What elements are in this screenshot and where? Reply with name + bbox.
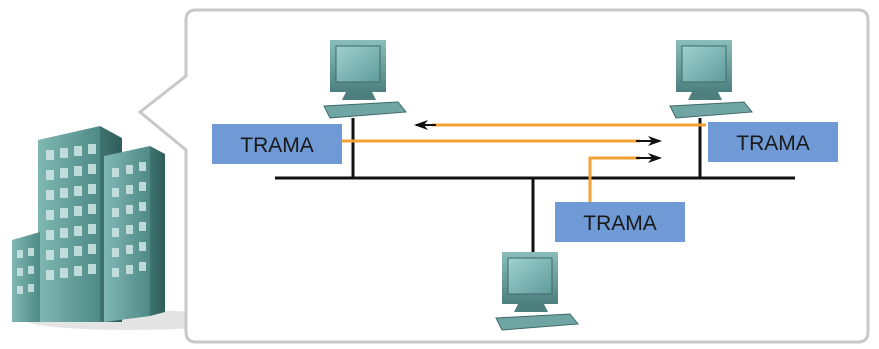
frame-label-right: TRAMA [736, 132, 810, 155]
signal-line-bottom [588, 156, 640, 205]
frame-label-bottom: TRAMA [583, 212, 657, 235]
frame-box-right: TRAMA [708, 122, 838, 162]
computer-icon [495, 252, 579, 331]
computer-icon [669, 40, 753, 119]
frame-box-left: TRAMA [212, 124, 342, 164]
computer-icon [323, 40, 407, 119]
building-icon [12, 126, 235, 330]
callout-frame [137, 8, 870, 344]
frame-label-left: TRAMA [240, 134, 314, 157]
frame-box-bottom: TRAMA [555, 202, 685, 242]
